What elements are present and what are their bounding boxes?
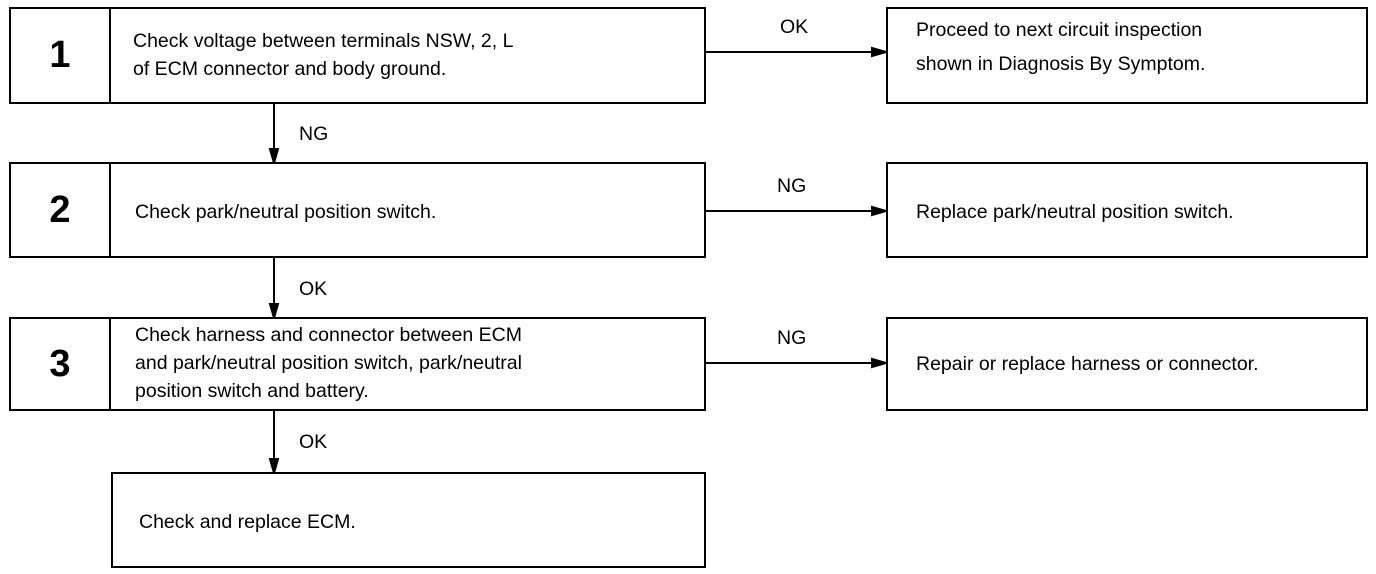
step-1-box: 1 Check voltage between terminals NSW, 2… bbox=[9, 7, 706, 104]
arrowhead-step2-ok bbox=[268, 303, 280, 322]
arrowhead-step2-ng bbox=[871, 205, 890, 217]
label-step3-ng: NG bbox=[777, 327, 807, 349]
final-step-text: Check and replace ECM. bbox=[139, 511, 356, 533]
result-1-box: Proceed to next circuit inspection shown… bbox=[886, 7, 1368, 104]
step-3-text: Check harness and connector between ECM … bbox=[135, 324, 522, 402]
label-step1-ng: NG bbox=[299, 123, 329, 145]
arrowhead-step1-ok bbox=[871, 46, 890, 58]
step-1-text: Check voltage between terminals NSW, 2, … bbox=[133, 30, 514, 80]
result-3-box: Repair or replace harness or connector. bbox=[886, 317, 1368, 411]
step-2-box: 2 Check park/neutral position switch. bbox=[9, 162, 706, 258]
arrowhead-step1-ng bbox=[268, 148, 280, 167]
label-step3-ok: OK bbox=[299, 431, 328, 453]
step-2-text: Check park/neutral position switch. bbox=[135, 201, 437, 223]
arrowhead-step3-ok bbox=[268, 458, 280, 477]
result-2-text: Replace park/neutral position switch. bbox=[916, 201, 1234, 223]
final-step-box: Check and replace ECM. bbox=[111, 472, 706, 568]
label-step2-ng: NG bbox=[777, 175, 807, 197]
result-3-text: Repair or replace harness or connector. bbox=[916, 353, 1259, 375]
label-step2-ok: OK bbox=[299, 278, 328, 300]
arrowhead-step3-ng bbox=[871, 357, 890, 369]
label-step1-ok: OK bbox=[780, 16, 809, 38]
result-2-box: Replace park/neutral position switch. bbox=[886, 162, 1368, 258]
step-3-number: 3 bbox=[11, 319, 111, 409]
result-1-text: Proceed to next circuit inspection shown… bbox=[916, 19, 1206, 75]
step-2-number: 2 bbox=[11, 164, 111, 256]
step-1-number: 1 bbox=[11, 9, 111, 102]
step-3-box: 3 Check harness and connector between EC… bbox=[9, 317, 706, 411]
